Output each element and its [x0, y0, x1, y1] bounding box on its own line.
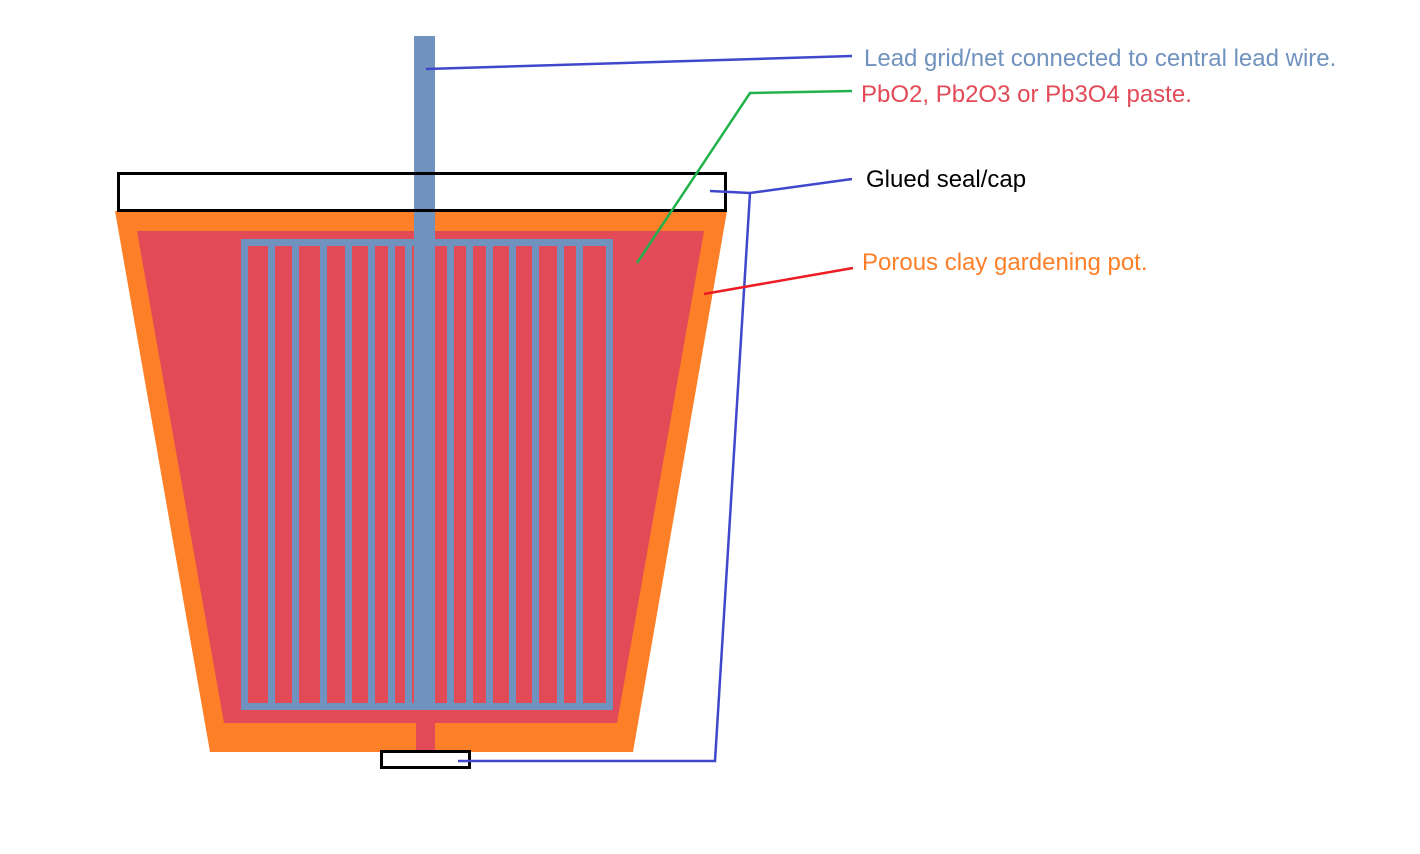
lead-grid-bar	[486, 239, 493, 703]
leader-line-seal-bottom	[458, 192, 752, 763]
label-lead-grid: Lead grid/net connected to central lead …	[864, 45, 1337, 72]
lead-grid-bar	[368, 239, 375, 703]
lead-grid-bar	[447, 239, 454, 703]
lead-grid-bar	[466, 239, 473, 703]
lead-grid-bar	[292, 239, 299, 703]
bottom-seal-cap	[380, 750, 471, 769]
leader-line-paste	[635, 89, 853, 264]
label-seal-cap: Glued seal/cap	[866, 166, 1027, 193]
lead-grid-bar	[532, 239, 539, 703]
lead-grid-bar	[405, 239, 412, 703]
lead-grid-bar	[557, 239, 564, 703]
leader-line-seal	[709, 177, 853, 195]
lead-grid-bar	[268, 239, 275, 703]
label-paste: PbO2, Pb2O3 or Pb3O4 paste.	[861, 81, 1192, 108]
lead-grid-bar	[576, 239, 583, 703]
central-lead-wire	[414, 36, 435, 704]
lead-grid-bar	[320, 239, 327, 703]
paste-bottom-plug	[416, 722, 435, 752]
label-clay-pot: Porous clay gardening pot.	[862, 249, 1148, 276]
lead-grid-bar	[509, 239, 516, 703]
leader-line-grid	[425, 54, 853, 71]
lead-grid	[241, 239, 613, 710]
leader-line-pot	[703, 266, 854, 296]
lead-grid-bar	[345, 239, 352, 703]
lead-grid-bar	[388, 239, 395, 703]
